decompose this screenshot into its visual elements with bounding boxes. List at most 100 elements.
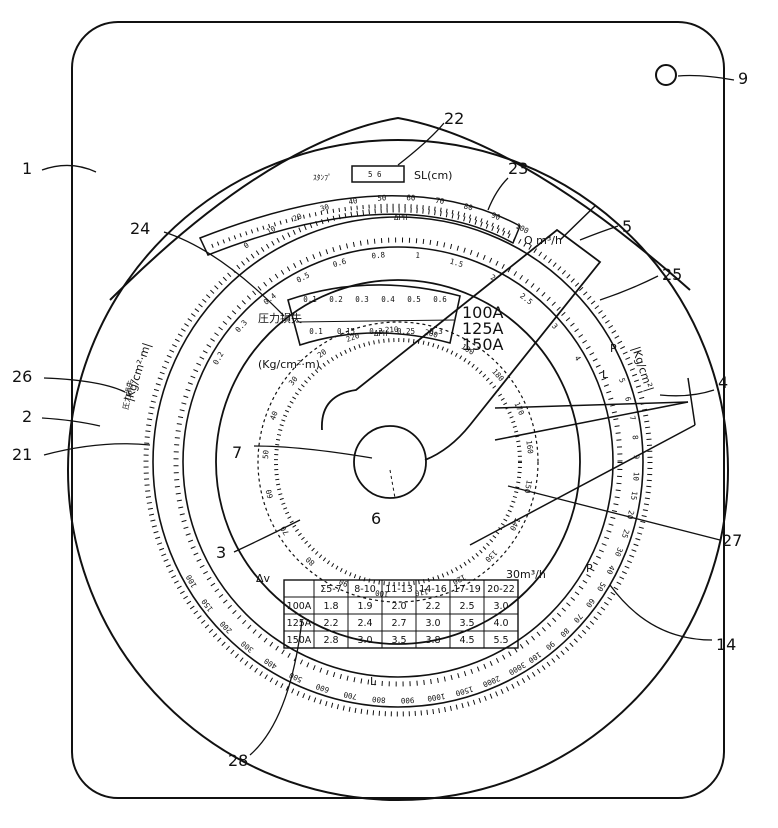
cursor-hairline bbox=[559, 205, 596, 241]
sl-window-digits: 5 6 bbox=[368, 170, 382, 179]
delta-ph-label: ΔPH bbox=[374, 329, 388, 338]
table-row-label: 125A bbox=[287, 618, 312, 629]
middle-scale-ticks bbox=[173, 237, 623, 687]
bottom-l-mark: L bbox=[370, 675, 377, 688]
lower-scale-label: 200 bbox=[218, 619, 234, 635]
table-cell: 3.5 bbox=[459, 618, 474, 629]
inner-scale-label: 170 bbox=[512, 401, 526, 417]
lower-scale-label: 1000 bbox=[426, 691, 446, 703]
sl-scale-label: 20 bbox=[291, 211, 303, 223]
callout-27: 27 bbox=[722, 531, 742, 550]
callout-25: 25 bbox=[662, 265, 682, 284]
callout-9: 9 bbox=[738, 69, 748, 88]
window-bottom-label: 0.15 bbox=[337, 327, 355, 336]
sl-scale-label: 30 bbox=[319, 202, 331, 213]
inner-scale-label: 160 bbox=[524, 440, 535, 455]
window-top-label: 0.5 bbox=[407, 295, 421, 304]
inner-scale-label: 180 bbox=[490, 367, 506, 383]
middle-disc bbox=[182, 246, 614, 678]
lower-scale-label: 600 bbox=[314, 682, 330, 695]
right-pressure-unit: |Kg/cm²| bbox=[629, 345, 656, 393]
window-top-label: 0.4 bbox=[381, 295, 395, 304]
lower-scale-label: 100 bbox=[184, 573, 199, 590]
right-scale-label: 30 bbox=[613, 546, 625, 558]
right-l-mark: L bbox=[602, 368, 609, 381]
inner-scale-label: 110 bbox=[414, 587, 429, 598]
table-cell: 2.2 bbox=[425, 601, 440, 612]
table-row-label: 100A bbox=[287, 601, 312, 612]
inner-scale-label: 80 bbox=[304, 555, 317, 568]
sl-scale-label: 80 bbox=[463, 201, 475, 212]
indicator-line-3 bbox=[469, 424, 696, 546]
table-header-cell: 8-10 bbox=[354, 584, 376, 595]
middle-scale-label: 0.6 bbox=[332, 257, 348, 270]
table-header-cell: Σ5-7 bbox=[320, 584, 342, 595]
delta-v-label: Δv bbox=[256, 572, 271, 585]
table-cell: 3.8 bbox=[425, 635, 440, 646]
inner-scale-label: 140 bbox=[508, 516, 523, 533]
table-cell: 5.5 bbox=[493, 635, 508, 646]
middle-scale-label: 1 bbox=[415, 251, 420, 260]
inner-disc bbox=[215, 279, 581, 645]
window-bottom-label: 0.1 bbox=[309, 327, 323, 336]
bottom-p-mark: P bbox=[586, 562, 593, 575]
callout-14: 14 bbox=[716, 635, 736, 654]
pressure-window-label: 圧力損失 bbox=[258, 311, 302, 325]
inner-scale-label: 50 bbox=[261, 449, 271, 459]
sl-scale-label: 70 bbox=[435, 196, 446, 206]
callout-26: 26 bbox=[12, 367, 32, 386]
lower-scale-label: 150 bbox=[199, 597, 215, 614]
pipe-150-label: 150A bbox=[462, 335, 504, 354]
right-scale-label: 20 bbox=[625, 509, 636, 520]
right-scale-label: 100 bbox=[526, 650, 543, 665]
right-scale-label: 5 bbox=[617, 377, 627, 384]
right-scale-label: 9 bbox=[632, 454, 641, 459]
window-top-label: 0.6 bbox=[433, 295, 447, 304]
hanging-hole bbox=[655, 64, 677, 86]
callout-7: 7 bbox=[232, 443, 242, 462]
right-scale-label: 25 bbox=[620, 528, 631, 539]
table-header-cell: 17-19 bbox=[453, 584, 481, 595]
lower-scale-label: 300 bbox=[239, 639, 256, 655]
table-cell: 3.5 bbox=[391, 635, 406, 646]
pressure-window bbox=[287, 284, 461, 347]
right-scale-label: 8 bbox=[630, 435, 639, 441]
callout-28: 28 bbox=[228, 751, 248, 770]
pressure-window-unit: (Kg/cm²·m) bbox=[258, 358, 320, 371]
callout-2: 2 bbox=[22, 407, 32, 426]
pipe-100-label: 100A bbox=[462, 303, 504, 322]
sl-scale-label: 40 bbox=[348, 196, 359, 206]
middle-scale-label: 1.5 bbox=[449, 257, 465, 269]
inner-ring-scale bbox=[257, 321, 539, 603]
table-cell: 1.8 bbox=[323, 601, 338, 612]
inner-scale-label: 40 bbox=[268, 409, 280, 421]
table-header-cell: 20-22 bbox=[487, 584, 515, 595]
outer-scale-ring bbox=[152, 216, 644, 708]
window-bottom-label: 0.2 bbox=[369, 327, 383, 336]
indicator-line-1 bbox=[494, 401, 689, 409]
sl-scale-label: 50 bbox=[377, 193, 387, 203]
table-cell: 2.8 bbox=[323, 635, 338, 646]
lower-scale-label: 800 bbox=[371, 695, 386, 705]
indicator-line-2 bbox=[494, 401, 689, 441]
callout-5: 5 bbox=[622, 217, 632, 236]
lower-scale-label: 400 bbox=[262, 656, 279, 671]
q-unit-label: Q m³/h bbox=[524, 234, 562, 247]
base-plate bbox=[71, 21, 725, 799]
lower-scale-label: 900 bbox=[400, 696, 414, 706]
table-header-cell: 14-16 bbox=[419, 584, 447, 595]
right-scale-label: 7 bbox=[628, 415, 638, 421]
table-header-cell: 11-13 bbox=[385, 584, 413, 595]
center-hub bbox=[353, 425, 427, 499]
lower-scale-label: 3000 bbox=[507, 660, 528, 677]
velocity-table: Σ5-7 8-10 11-13 14-16 17-19 20-22 100A 1.8 1.9 2.… bbox=[283, 579, 519, 649]
table-cell: 1.9 bbox=[357, 601, 372, 612]
right-scale-label: 40 bbox=[604, 564, 616, 577]
window-top-label: 0.1 bbox=[303, 295, 317, 304]
sl-scale-label: 90 bbox=[490, 210, 502, 222]
callout-4: 4 bbox=[718, 373, 728, 392]
inner-scale-label: 200 bbox=[423, 328, 439, 340]
table-cell: 2.2 bbox=[323, 618, 338, 629]
